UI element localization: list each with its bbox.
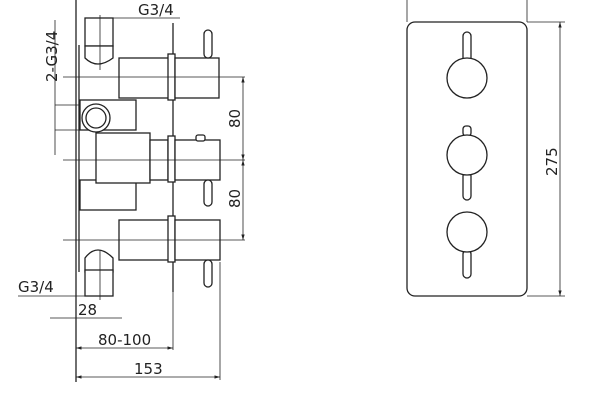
bottom-outlet — [84, 249, 114, 300]
lower-lever-handle[interactable] — [203, 259, 213, 288]
front-upper-handle[interactable] — [446, 31, 488, 99]
dim-spacing-upper: 80 — [226, 109, 244, 128]
outlet-bottom-label: G3/4 — [18, 278, 54, 296]
inlet-label: 2-G3/4 — [43, 31, 61, 82]
dim-total-depth: 153 — [134, 360, 163, 378]
thermostat-body — [79, 99, 221, 211]
dim-spacing-lower: 80 — [226, 189, 244, 208]
upper-lever-handle[interactable] — [203, 29, 213, 59]
front-middle-handle[interactable] — [446, 125, 488, 201]
lower-valve — [118, 215, 221, 288]
top-outlet — [84, 15, 114, 70]
dim-height: 275 — [543, 147, 561, 176]
dim-depth-range: 80-100 — [98, 331, 151, 349]
front-view: 275 — [406, 0, 565, 297]
dim-pipe: 28 — [78, 301, 97, 319]
side-view: G3/4 2-G3/4 G3/4 28 80-100 153 80 80 — [18, 0, 245, 382]
middle-lever-handle[interactable] — [203, 179, 213, 207]
upper-valve — [118, 29, 220, 101]
cover-plate — [406, 21, 528, 297]
outlet-top-label: G3/4 — [138, 1, 174, 19]
front-lower-handle[interactable] — [446, 211, 488, 279]
